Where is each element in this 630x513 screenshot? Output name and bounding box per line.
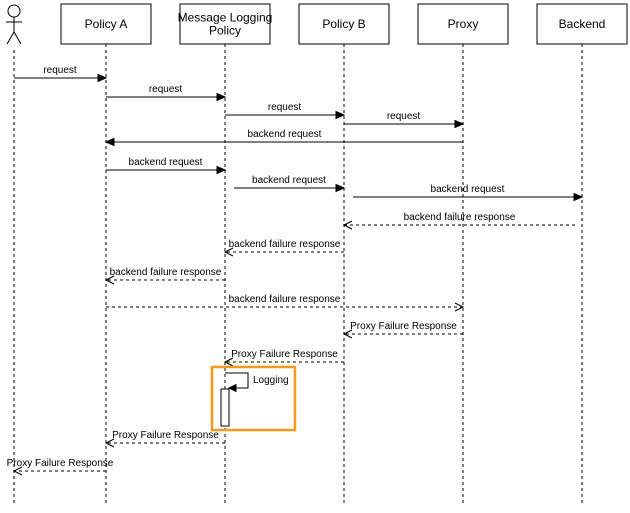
participant-backend: Backend: [536, 3, 628, 45]
participant-policy_b: Policy B: [298, 3, 390, 45]
participant-label: Policy B: [322, 17, 365, 31]
message-17: Proxy Failure Response: [7, 458, 114, 476]
message-7: backend request: [234, 175, 346, 193]
message-6: backend request: [106, 157, 227, 175]
message-label: Logging: [253, 375, 289, 386]
message-13: Proxy Failure Response: [342, 321, 463, 339]
message-1: request: [14, 65, 108, 83]
message-2: request: [106, 84, 227, 102]
arrowhead: [335, 110, 346, 120]
arrowhead: [104, 137, 115, 147]
message-label: backend request: [252, 175, 326, 186]
message-label: Proxy Failure Response: [231, 349, 338, 360]
message-12: backend failure response: [106, 294, 465, 312]
arrowhead: [216, 165, 227, 175]
arrowhead: [227, 383, 237, 393]
message-label: request: [268, 102, 302, 113]
message-11: backend failure response: [104, 267, 225, 285]
message-4: request: [344, 111, 465, 129]
activation-bar: [220, 388, 230, 427]
message-label: Proxy Failure Response: [350, 321, 457, 332]
message-label: backend failure response: [229, 294, 341, 305]
message-label: backend failure response: [404, 212, 516, 223]
actor-icon: [6, 4, 22, 45]
arrowhead: [573, 192, 584, 202]
arrowhead: [342, 329, 353, 339]
message-16: Proxy Failure Response: [104, 430, 225, 448]
message-label: request: [149, 84, 183, 95]
message-label: Proxy Failure Response: [112, 430, 219, 441]
message-3: request: [225, 102, 346, 120]
message-label: request: [43, 65, 77, 76]
arrowhead: [97, 73, 108, 83]
arrowhead: [454, 302, 465, 312]
participant-label: Policy A: [85, 17, 128, 31]
arrowhead: [454, 119, 465, 129]
arrowhead: [335, 183, 346, 193]
arrowhead: [342, 220, 353, 230]
participant-proxy: Proxy: [417, 3, 509, 45]
message-5: backend request: [104, 129, 463, 147]
participant-label: Proxy: [448, 17, 479, 31]
arrowhead: [104, 275, 115, 285]
message-label: backend request: [431, 184, 505, 195]
message-8: backend request: [353, 184, 584, 202]
message-9: backend failure response: [342, 212, 575, 230]
message-15: Logging: [210, 365, 297, 432]
arrowhead: [223, 247, 234, 257]
message-label: backend failure response: [110, 267, 222, 278]
participant-policy_a: Policy A: [60, 3, 152, 45]
arrowhead: [12, 466, 23, 476]
message-label: request: [387, 111, 421, 122]
message-label: Proxy Failure Response: [7, 458, 114, 469]
message-label: backend failure response: [229, 239, 341, 250]
message-label: backend request: [129, 157, 203, 168]
arrowhead: [223, 357, 234, 367]
arrowhead: [216, 92, 227, 102]
message-14: Proxy Failure Response: [223, 349, 344, 367]
message-10: backend failure response: [223, 239, 344, 257]
arrowhead: [104, 438, 115, 448]
highlight-box: [210, 365, 297, 432]
participant-label: Backend: [559, 17, 606, 31]
message-label: backend request: [248, 129, 322, 140]
